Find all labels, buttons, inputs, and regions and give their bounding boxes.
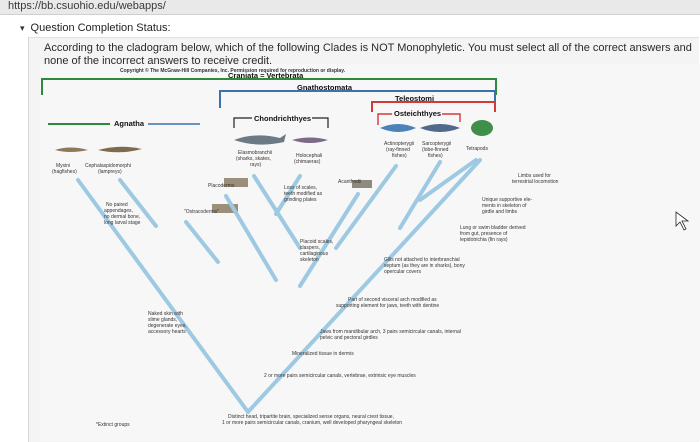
taxon-myxini: Myxini: [56, 163, 70, 169]
taxon-cephalaspidomorphi: Cephalaspidomorphi: [85, 163, 131, 169]
frog-icon: [471, 120, 493, 136]
collapse-caret-icon[interactable]: ▾: [20, 22, 25, 33]
taxon-actinopterygii-common: (ray-finned: [386, 147, 410, 153]
trait-lung-2: from gut, presence of: [460, 231, 508, 237]
trait-limbs-2: terrestrial locomotion: [512, 179, 559, 185]
trait-lung: Lung or swim bladder derived: [460, 225, 526, 231]
trait-naked-4: accessory hearts: [148, 329, 186, 335]
trait-no-paired: No paired: [106, 202, 128, 208]
trait-jaws: Jaws from mandibular arch, 3 pairs semic…: [320, 329, 461, 335]
ostracoderm-icon: [212, 204, 238, 213]
trait-visceral: Part of second visceral arch modified as: [348, 297, 437, 303]
trait-placoid-2: claspers,: [300, 245, 320, 251]
taxon-holocephali-common: (chimaeras): [294, 159, 321, 165]
trait-loss-scales: Loss of scales,: [284, 185, 317, 191]
cladogram-branches: [76, 158, 482, 414]
taxon-sarcopterygii-common: (lobe-finned: [422, 147, 449, 153]
trait-unique-3: girdle and limbs: [482, 209, 518, 215]
taxa-labels: Myxini (hagfishes) Cephalaspidomorphi (l…: [52, 141, 488, 215]
craniata-bracket: Craniata = Vertebrata: [41, 71, 497, 95]
lamprey-icon: [98, 146, 142, 153]
taxon-actinopterygii-common-2: fishes): [392, 153, 407, 159]
trait-visceral-2: supporting element for jaws, teeth with …: [336, 303, 439, 309]
taxon-acanthodii: Acanthodii: [338, 179, 361, 185]
taxon-ostracoderms: "Ostracoderms": [184, 209, 219, 215]
taxon-elasmobranchii-common-2: rays): [250, 162, 261, 168]
osteichthyes-bracket: Osteichthyes: [377, 109, 461, 125]
taxon-sarcopterygii: Sarcopterygii: [422, 141, 451, 147]
extinct-note: *Extinct groups: [96, 422, 130, 428]
question-status-label: Question Completion Status:: [30, 22, 171, 34]
acanthodian-icon: [352, 180, 372, 188]
craniata-label: Craniata = Vertebrata: [228, 71, 304, 80]
trait-lung-3: lepidotrichia (fin rays): [460, 237, 508, 243]
diagram-paper: [40, 64, 700, 441]
copyright-notice: Copyright © The McGraw-Hill Companies, I…: [120, 67, 346, 74]
shark-icon: [234, 134, 286, 145]
taxon-myxini-common: (hagfishes): [52, 169, 77, 175]
trait-placoid-3: cartilaginous: [300, 251, 329, 257]
mouse-cursor-icon: [675, 211, 690, 231]
trait-semicircular: 2 or more pairs semicircular canals, ver…: [264, 373, 416, 379]
chondrichthyes-bracket: Chondrichthyes: [233, 114, 329, 128]
animal-illustrations: [55, 120, 493, 213]
address-url[interactable]: https://bb.csuohio.edu/webapps/: [8, 0, 166, 12]
trait-unique: Unique supportive ele-: [482, 197, 532, 203]
agnatha-label: Agnatha: [114, 119, 145, 128]
trait-naked-3: degenerate eyes,: [148, 323, 187, 329]
trait-loss-scales-3: grinding plates: [284, 197, 317, 203]
trait-gills-3: opercular covers: [384, 269, 421, 275]
placoderm-icon: [224, 178, 248, 187]
question-status-header[interactable]: ▾ Question Completion Status:: [20, 20, 171, 36]
hagfish-icon: [55, 147, 88, 152]
trait-unique-2: ments in skeleton of: [482, 203, 527, 209]
trait-jaws-2: pelvic and pectoral girdles: [320, 335, 378, 341]
taxon-elasmobranchii: Elasmobranchii: [238, 150, 272, 156]
trait-placoid: Placoid scales,: [300, 239, 333, 245]
trait-limbs: Limbs used for: [518, 173, 551, 179]
trait-annotations: No paired appendages, no dermal bone, lo…: [96, 173, 559, 428]
trait-head-2: 1 or more pairs semicircular canals, cra…: [222, 420, 402, 426]
ray-finned-fish-icon: [380, 124, 416, 132]
trait-head: Distinct head, tripartite brain, special…: [228, 414, 394, 420]
trait-loss-scales-2: teeth modified as: [284, 191, 323, 197]
taxon-cephalaspidomorphi-common: (lampreys): [98, 169, 122, 175]
gnathostomata-label: Gnathostomata: [297, 83, 353, 92]
browser-address-bar[interactable]: https://bb.csuohio.edu/webapps/: [0, 0, 700, 15]
taxon-holocephali: Holocephali: [296, 153, 322, 159]
trait-gills: Gills not attached to interbranchial: [384, 257, 460, 263]
taxon-actinopterygii: Actinopterygii: [384, 141, 414, 147]
trait-gills-2: septum (as they are in sharks), bony: [384, 263, 465, 269]
lobe-finned-fish-icon: [420, 124, 460, 132]
taxon-tetrapods: Tetrapods: [466, 146, 488, 152]
trait-naked: Naked skin with: [148, 311, 183, 317]
gnathostomata-bracket: Gnathostomata: [219, 83, 496, 108]
osteichthyes-label: Osteichthyes: [394, 109, 441, 118]
trait-placoid-4: skeleton: [300, 257, 319, 263]
teleostomi-bracket: Teleostomi: [371, 94, 496, 112]
trait-no-paired-2: appendages,: [104, 208, 133, 214]
chimaera-icon: [292, 137, 328, 143]
trait-mineralized: Mineralized tissue in dermis: [292, 351, 354, 357]
taxon-elasmobranchii-common: (sharks, skates,: [236, 156, 271, 162]
trait-no-paired-4: long larval stage: [104, 220, 141, 226]
trait-naked-2: slime glands,: [148, 317, 177, 323]
taxon-sarcopterygii-common-2: fishes): [428, 153, 443, 159]
teleostomi-label: Teleostomi: [395, 94, 434, 103]
trait-no-paired-3: no dermal bone,: [104, 214, 140, 220]
chondrichthyes-label: Chondrichthyes: [254, 114, 311, 123]
agnatha-bracket: Agnatha: [48, 119, 200, 128]
taxon-placoderms: Placoderms: [208, 183, 235, 189]
